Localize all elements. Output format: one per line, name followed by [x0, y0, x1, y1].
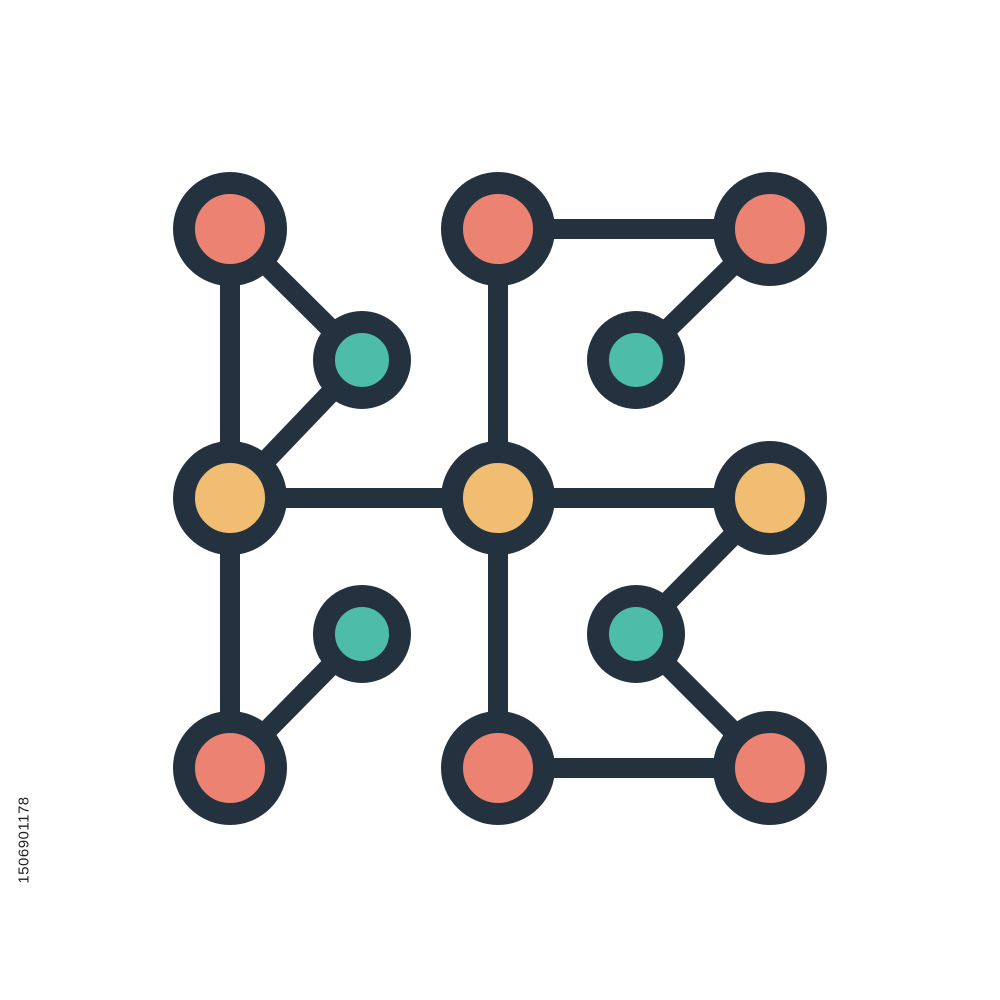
node-br-red: [713, 711, 827, 825]
node-tm-red: [441, 172, 555, 286]
node-tr-red: [713, 172, 827, 286]
node-teal-b-teal: [587, 311, 685, 409]
node-bm-red: [441, 711, 555, 825]
stock-id-label: 1506901178: [15, 796, 33, 884]
node-mr-yellow: [713, 441, 827, 555]
node-mm-yellow: [441, 441, 555, 555]
node-ml-yellow: [173, 441, 287, 555]
node-layer: [173, 172, 827, 825]
node-bl-red: [173, 711, 287, 825]
node-tl-red: [173, 172, 287, 286]
stock-id-vertical-text: 1506901178: [14, 760, 34, 920]
node-teal-d-teal: [587, 585, 685, 683]
node-teal-c-teal: [313, 585, 411, 683]
node-teal-a-teal: [313, 311, 411, 409]
